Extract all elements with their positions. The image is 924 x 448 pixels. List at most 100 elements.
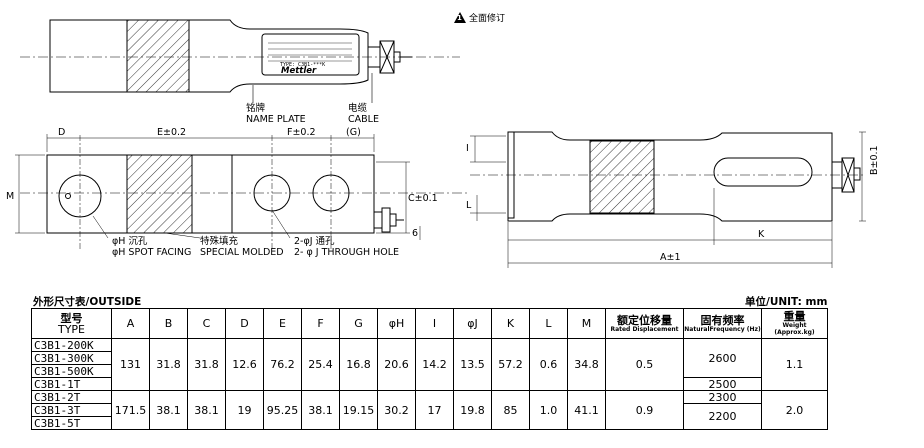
dim-m-label: M bbox=[6, 191, 15, 202]
cell-displacement: 0.9 bbox=[605, 390, 684, 430]
cell-frequency: 2600 bbox=[683, 338, 762, 378]
special-molded-label-en: SPECIAL MOLDED bbox=[200, 247, 284, 258]
j-hole-label-cn: 2-φJ 通孔 bbox=[294, 236, 335, 247]
h-spot-label-en: φH SPOT FACING bbox=[112, 247, 192, 258]
cell-b: 38.1 bbox=[149, 390, 188, 430]
cell-d: 12.6 bbox=[225, 338, 264, 391]
table-row: C3B1-3T 2200 bbox=[31, 403, 828, 430]
cell-l: 1.0 bbox=[529, 390, 568, 430]
cell-f: 38.1 bbox=[301, 390, 340, 430]
table-row: C3B1-1T 2500 bbox=[31, 377, 828, 391]
dim-b-label: B±0.1 bbox=[869, 145, 880, 175]
cell-k: 85 bbox=[491, 390, 530, 430]
table-title: 外形尺寸表/OUTSIDE bbox=[33, 296, 142, 308]
cable-side bbox=[831, 157, 861, 193]
type-cell: C3B1-5T bbox=[31, 416, 112, 430]
cell-d: 19 bbox=[225, 390, 264, 430]
header-l: L bbox=[529, 308, 568, 339]
type-cell: C3B1-3T bbox=[31, 403, 112, 417]
nameplate-brand: Mettler bbox=[281, 66, 317, 76]
cell-g: 19.15 bbox=[339, 390, 378, 430]
table-unit: 单位/UNIT: mm bbox=[745, 296, 828, 308]
header-m: M bbox=[567, 308, 606, 339]
cell-weight: 2.0 bbox=[761, 390, 828, 430]
cell-frequency: 2300 bbox=[683, 390, 762, 404]
side-view bbox=[470, 131, 866, 268]
type-cell: C3B1-300K bbox=[31, 351, 112, 365]
header-g: G bbox=[339, 308, 378, 339]
cell-k: 57.2 bbox=[491, 338, 530, 391]
table-row: C3B1-500K bbox=[31, 364, 828, 378]
cell-frequency: 2200 bbox=[683, 403, 762, 430]
special-molded-area-side bbox=[589, 140, 655, 214]
dim-6-label: 6 bbox=[412, 228, 419, 239]
special-molded-area bbox=[126, 19, 190, 93]
name-plate-label-en: NAME PLATE bbox=[246, 114, 306, 125]
header-d: D bbox=[225, 308, 264, 339]
header-h: φH bbox=[377, 308, 416, 339]
revision-note: 1 全面修订 bbox=[454, 11, 505, 24]
cell-m: 41.1 bbox=[567, 390, 606, 430]
cell-i: 17 bbox=[415, 390, 454, 430]
dim-a-label: A±1 bbox=[660, 252, 681, 263]
table-row: C3B1-200K 131 31.8 31.8 12.6 76.2 25.4 1… bbox=[31, 338, 828, 391]
cell-e: 95.25 bbox=[263, 390, 302, 430]
cell-b: 31.8 bbox=[149, 338, 188, 391]
front-view bbox=[15, 134, 470, 250]
cell-g: 16.8 bbox=[339, 338, 378, 391]
dim-l-label: L bbox=[466, 200, 472, 211]
cell-a: 171.5 bbox=[111, 390, 150, 430]
header-f: F bbox=[301, 308, 340, 339]
dim-i-label: I bbox=[466, 143, 469, 154]
dim-g-label: (G) bbox=[346, 127, 361, 138]
j-hole-label-en: 2- φ J THROUGH HOLE bbox=[294, 247, 400, 258]
top-view bbox=[20, 19, 460, 103]
cell-weight: 1.1 bbox=[761, 338, 828, 391]
name-plate bbox=[261, 33, 360, 76]
header-c: C bbox=[187, 308, 226, 339]
header-i: I bbox=[415, 308, 454, 339]
table-row: C3B1-2T 171.5 38.1 38.1 19 95.25 38.1 19… bbox=[31, 390, 828, 430]
special-molded-area-front bbox=[126, 154, 193, 234]
cable-front bbox=[373, 207, 404, 233]
header-e: E bbox=[263, 308, 302, 339]
cell-e: 76.2 bbox=[263, 338, 302, 391]
cable-label-cn: 电缆 bbox=[348, 103, 368, 114]
nameplate-type-text: TYPE: C3B1-***K bbox=[280, 62, 326, 68]
cell-m: 34.8 bbox=[567, 338, 606, 391]
revision-triangle-icon: 1 bbox=[454, 12, 466, 23]
header-k: K bbox=[491, 308, 530, 339]
dim-e-label: E±0.2 bbox=[157, 127, 187, 138]
dim-k-label: K bbox=[758, 229, 765, 240]
cell-h: 30.2 bbox=[377, 390, 416, 430]
type-cell: C3B1-500K bbox=[31, 364, 112, 378]
table-row: C3B1-5T bbox=[31, 416, 828, 430]
type-cell: C3B1-1T bbox=[31, 377, 112, 391]
cell-j: 19.8 bbox=[453, 390, 492, 430]
header-b: B bbox=[149, 308, 188, 339]
name-plate-label-cn: 铭牌 bbox=[246, 103, 266, 114]
type-cell: C3B1-2T bbox=[31, 390, 112, 404]
cell-h: 20.6 bbox=[377, 338, 416, 391]
type-cell: C3B1-200K bbox=[31, 338, 112, 352]
cable-label-en: CABLE bbox=[348, 114, 379, 125]
cell-frequency: 2500 bbox=[683, 377, 762, 391]
cell-a: 131 bbox=[111, 338, 150, 391]
table-row: C3B1-300K bbox=[31, 351, 828, 365]
side-slot bbox=[713, 157, 813, 187]
technical-drawing bbox=[15, 19, 866, 268]
dim-c-label: C±0.1 bbox=[408, 193, 438, 204]
cell-j: 13.5 bbox=[453, 338, 492, 391]
cell-i: 14.2 bbox=[415, 338, 454, 391]
cell-l: 0.6 bbox=[529, 338, 568, 391]
cell-c: 31.8 bbox=[187, 338, 226, 391]
cell-f: 25.4 bbox=[301, 338, 340, 391]
dim-f-label: F±0.2 bbox=[287, 127, 316, 138]
dim-d-label: D bbox=[58, 127, 66, 138]
